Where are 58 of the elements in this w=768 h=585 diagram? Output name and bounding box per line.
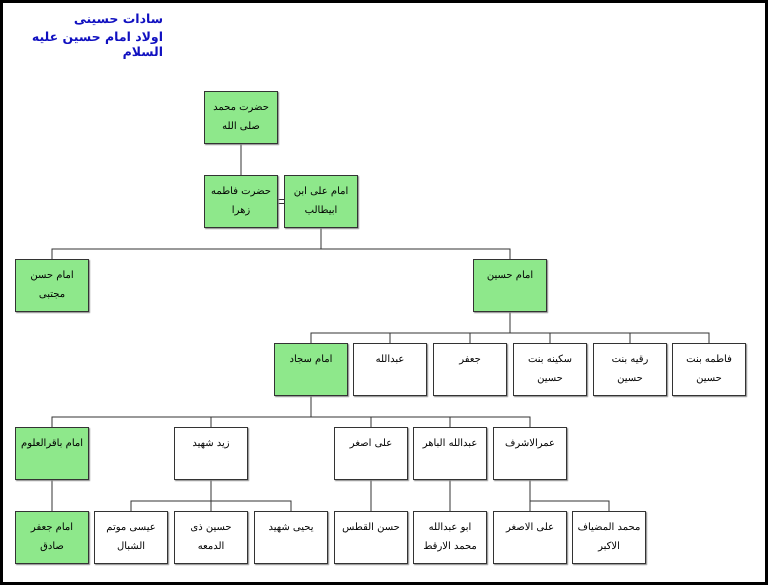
person-name: عمرالاشرف [504,437,556,451]
person-box [254,511,328,564]
connector-line [310,396,530,428]
person-name: حسن القطس [341,521,401,535]
person-name: حضرت محمد صلی الله [212,101,270,134]
person-name: عیسی موتم الشبال [105,521,157,554]
highlighted-person-box [204,175,278,228]
connector-line [240,144,242,176]
person-box [94,511,168,564]
highlighted-person-box [15,427,89,480]
person-name: عبدالله [374,353,406,367]
person-name: سکینه بنت حسین [526,353,574,386]
person-box [493,511,567,564]
person-name: جعفر [458,353,482,367]
person-name: امام حسن مجتبی [29,269,75,302]
person-name: امام حسین [486,269,534,283]
person-name: رقیه بنت حسین [610,353,650,386]
person-name: ابو عبدالله محمد الارقط [422,521,478,554]
connector-line [320,228,510,260]
person-name: یحیی شهید [267,521,315,535]
person-box [433,343,507,396]
person-box [353,343,427,396]
highlighted-person-box [284,175,358,228]
person-name: علی اصغر [348,437,394,451]
highlighted-person-box [204,91,278,144]
person-box [672,343,746,396]
highlighted-person-box [15,259,89,312]
person-box [334,511,408,564]
connector-line [510,312,710,344]
person-name: عبدالله الباهر [421,437,478,451]
person-name: امام جعفر صادق [30,521,74,554]
diagram-title: سادات حسینی [72,11,163,26]
person-box [413,427,487,480]
person-name: امام سجاد [288,353,334,367]
person-name: علی الاصغر [504,521,556,535]
person-name: فاطمه بنت حسین [685,353,733,386]
connector-line [278,199,284,204]
person-name: حضرت فاطمه زهرا [210,185,272,218]
person-box [572,511,646,564]
person-box [413,511,487,564]
connector-line [530,480,610,512]
person-box [174,427,248,480]
person-box [593,343,667,396]
person-box [493,427,567,480]
highlighted-person-box [274,343,348,396]
connector-line [210,480,292,512]
person-box [334,427,408,480]
person-box [174,511,248,564]
diagram-subtitle: اولاد امام حسین علیه السلام [30,29,163,59]
person-name: حسین ذی الدمعه [189,521,233,554]
person-name: زید شهید [191,437,231,451]
person-box [513,343,587,396]
person-name: امام علی ابن ابیطالب [292,185,350,218]
highlighted-person-box [15,511,89,564]
person-name: امام باقرالعلوم [20,437,84,451]
highlighted-person-box [473,259,547,312]
person-name: محمد المضیاف الاکبر [577,521,641,554]
connector-line [370,480,372,512]
